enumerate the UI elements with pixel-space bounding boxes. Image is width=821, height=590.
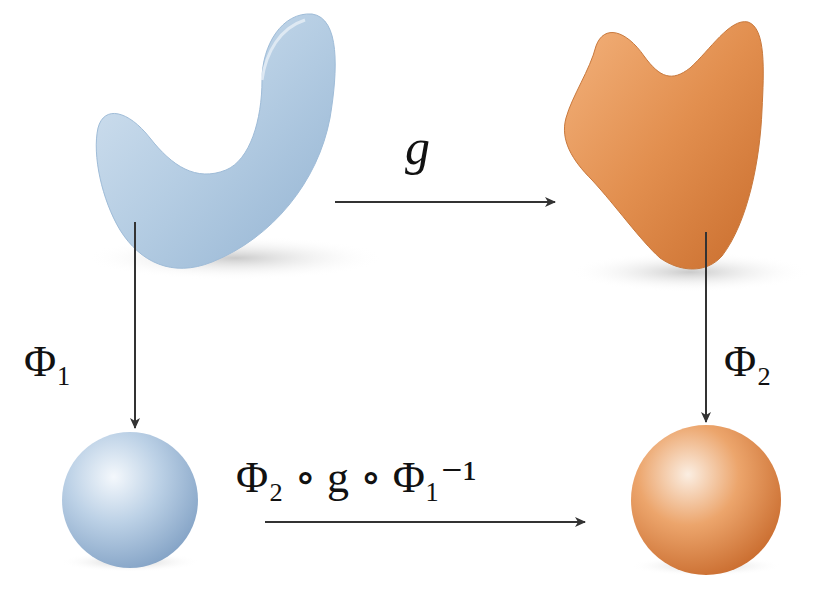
map-arrow	[705, 232, 707, 422]
map-arrow	[265, 521, 585, 523]
map-label: Φ₂ ∘ g ∘ Φ₁⁻¹	[236, 456, 477, 500]
map-label: Φ₁	[24, 340, 72, 384]
map-arrow	[335, 201, 555, 203]
map-arrow	[134, 222, 136, 428]
orange-sphere	[631, 425, 781, 575]
highlight	[262, 20, 305, 80]
map-label: Φ₂	[724, 340, 772, 384]
orange-shape	[564, 22, 763, 269]
blue-shape	[96, 14, 335, 268]
blue-sphere	[62, 432, 198, 568]
map-label: g	[405, 122, 430, 172]
